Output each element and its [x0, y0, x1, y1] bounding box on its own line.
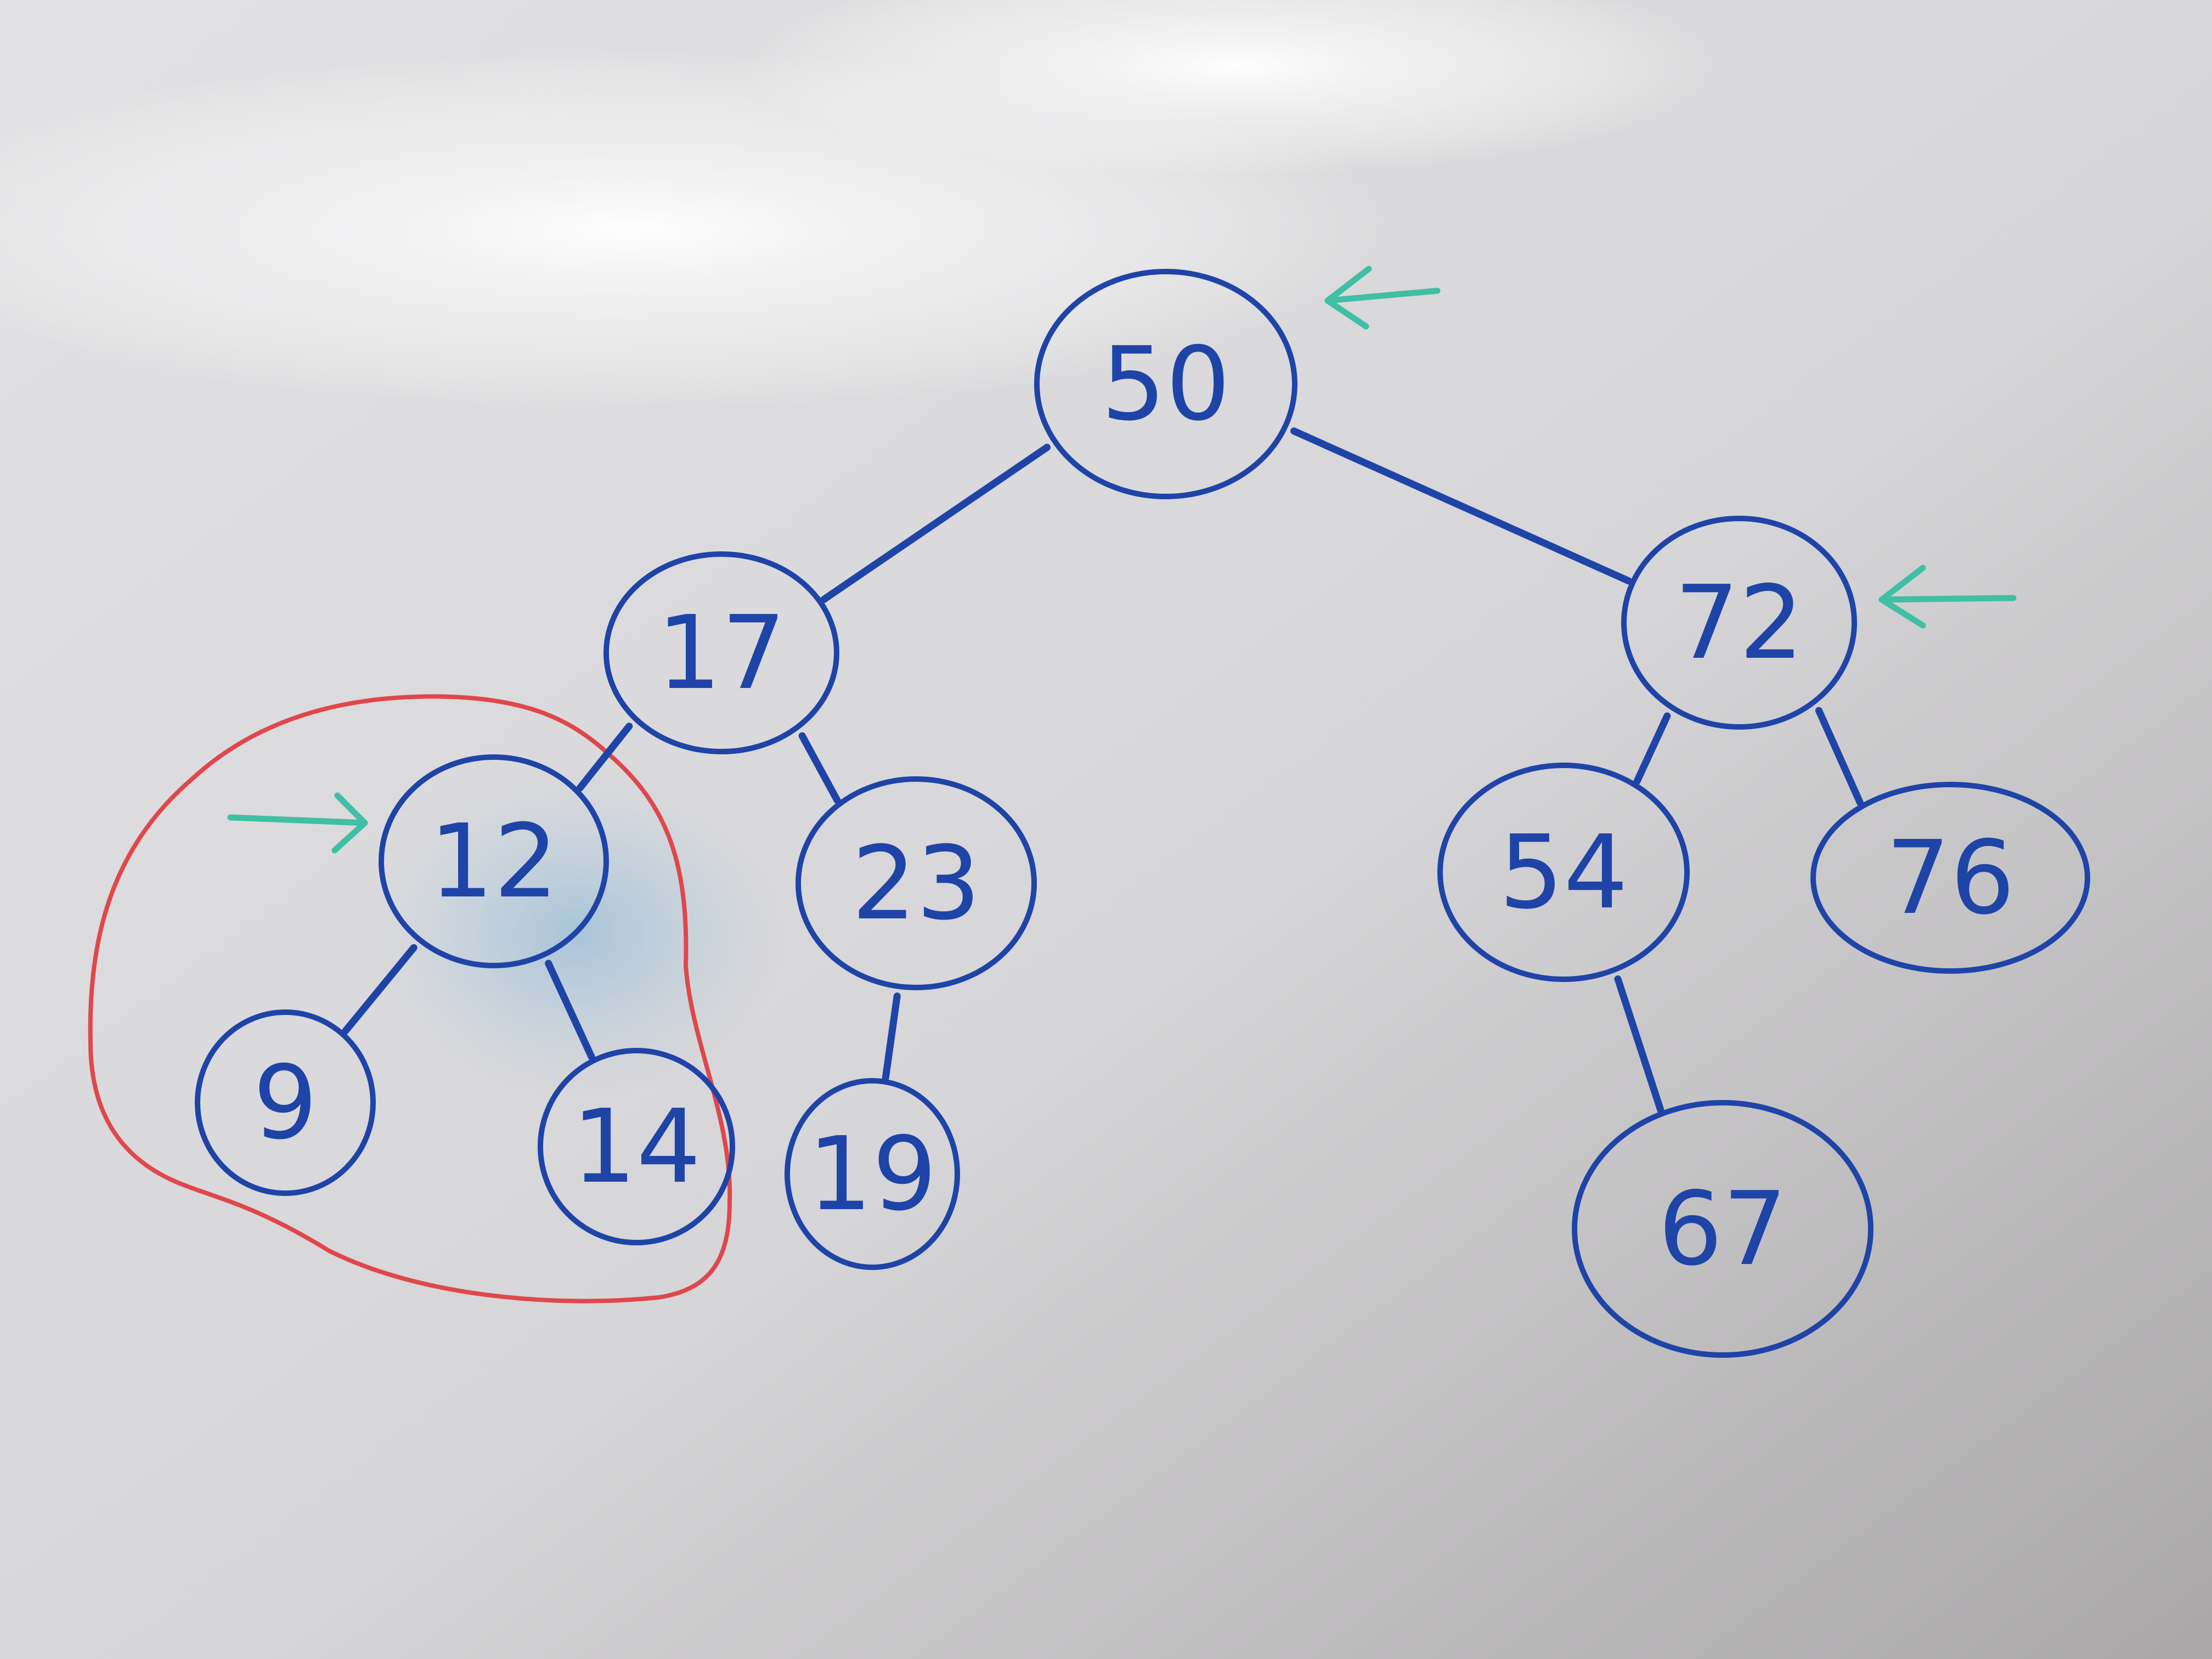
edge-12-to-14	[545, 960, 595, 1060]
tree-node-67: 67	[1572, 1100, 1874, 1358]
light-glare-secondary	[741, 0, 1728, 176]
node-label-17: 17	[657, 594, 786, 712]
edge-23-to-19	[882, 992, 901, 1081]
edge-50-to-17	[820, 443, 1051, 603]
tree-node-50: 50	[1034, 269, 1297, 499]
edge-17-to-12	[576, 723, 633, 792]
node-label-23: 23	[851, 824, 980, 943]
node-label-54: 54	[1499, 813, 1628, 932]
node-label-19: 19	[808, 1115, 936, 1233]
node-label-72: 72	[1674, 563, 1803, 682]
node-circle-76	[1810, 782, 2090, 974]
node-label-12: 12	[429, 802, 558, 921]
node-circle-50	[1034, 269, 1297, 499]
node-circle-23	[795, 776, 1037, 990]
node-circle-72	[1621, 516, 1857, 730]
tree-node-76: 76	[1810, 782, 2090, 974]
tree-edges	[342, 427, 1864, 1114]
edge-17-to-23	[798, 732, 841, 804]
tree-node-23: 23	[795, 776, 1037, 990]
arrow-to-root	[1324, 266, 1441, 330]
edge-12-to-9	[342, 944, 417, 1035]
edge-72-to-76	[1815, 707, 1864, 806]
arrow-to-node-12	[227, 792, 368, 854]
highlighted-subtree-outline	[88, 694, 732, 1304]
node-label-67: 67	[1658, 1170, 1787, 1288]
node-circle-12	[379, 754, 609, 968]
node-circle-67	[1572, 1100, 1874, 1358]
tree-node-9: 9	[195, 1009, 376, 1196]
tree-node-54: 54	[1437, 763, 1690, 982]
tree-node-19: 19	[785, 1078, 960, 1270]
node-label-14: 14	[572, 1087, 701, 1206]
node-circle-17	[603, 551, 839, 754]
node-circle-19	[785, 1078, 960, 1270]
tree-nodes: 50 17 72 12 23 54 76 9 14 19 67	[195, 269, 2090, 1358]
tree-node-14: 14	[538, 1048, 735, 1245]
tree-node-72: 72	[1621, 516, 1857, 730]
edge-50-to-72	[1290, 427, 1633, 585]
node-circle-54	[1437, 763, 1690, 982]
node-label-76: 76	[1886, 819, 2015, 937]
node-label-9: 9	[253, 1043, 318, 1162]
tree-node-17: 17	[603, 551, 839, 754]
edge-54-to-67	[1614, 975, 1664, 1114]
node-circle-9	[195, 1009, 376, 1196]
node-circle-14	[538, 1048, 735, 1245]
node-label-50: 50	[1101, 325, 1230, 443]
tree-node-12: 12	[379, 754, 609, 968]
edge-72-to-54	[1633, 712, 1671, 785]
arrow-to-node-72	[1878, 565, 2017, 629]
